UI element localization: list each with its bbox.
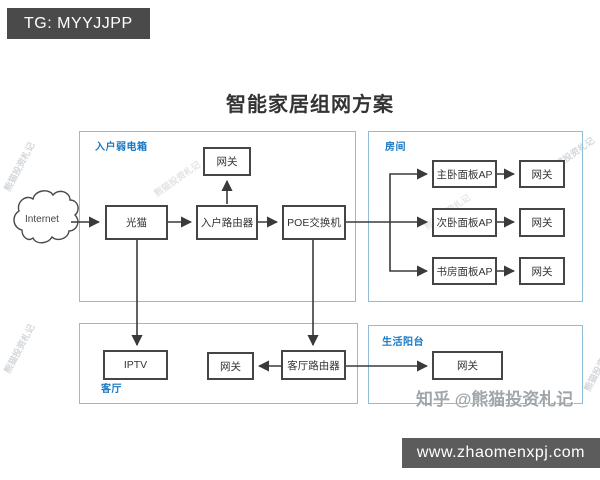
node-internet: Internet	[25, 214, 59, 225]
node-gateway-master: 网关	[519, 160, 565, 188]
node-gateway-balcony: 网关	[432, 351, 503, 380]
faint-watermark: 熊猫投资札记	[2, 322, 37, 375]
zhihu-watermark: 知乎 @熊猫投资札记	[416, 390, 574, 409]
region-living-room-label: 客厅	[101, 384, 122, 395]
node-second-bedroom-ap: 次卧面板AP	[432, 208, 497, 237]
node-gateway-second: 网关	[519, 208, 565, 237]
region-balcony: 生活阳台	[368, 325, 583, 404]
node-master-bedroom-ap: 主卧面板AP	[432, 160, 497, 188]
region-living-room: 客厅	[79, 323, 358, 404]
node-entry-router: 入户路由器	[196, 205, 258, 240]
node-gateway-entry: 网关	[203, 147, 251, 176]
tg-badge: TG: MYYJJPP	[7, 8, 150, 39]
region-entry-box: 入户弱电箱	[79, 131, 356, 302]
node-study-ap: 书房面板AP	[432, 257, 497, 285]
faint-watermark: 熊猫投资札记	[2, 140, 37, 193]
node-iptv: IPTV	[103, 350, 168, 380]
region-rooms: 房间	[368, 131, 583, 302]
node-gateway-living: 网关	[207, 352, 254, 380]
page-title: 智能家居组网方案	[226, 94, 394, 116]
region-balcony-label: 生活阳台	[382, 337, 424, 348]
node-poe-switch: POE交换机	[282, 205, 346, 240]
region-entry-box-label: 入户弱电箱	[95, 142, 148, 153]
node-living-room-router: 客厅路由器	[281, 350, 346, 380]
region-rooms-label: 房间	[385, 142, 406, 153]
node-optical-modem: 光猫	[105, 205, 168, 240]
website-badge: www.zhaomenxpj.com	[401, 438, 600, 468]
node-gateway-study: 网关	[519, 257, 565, 285]
